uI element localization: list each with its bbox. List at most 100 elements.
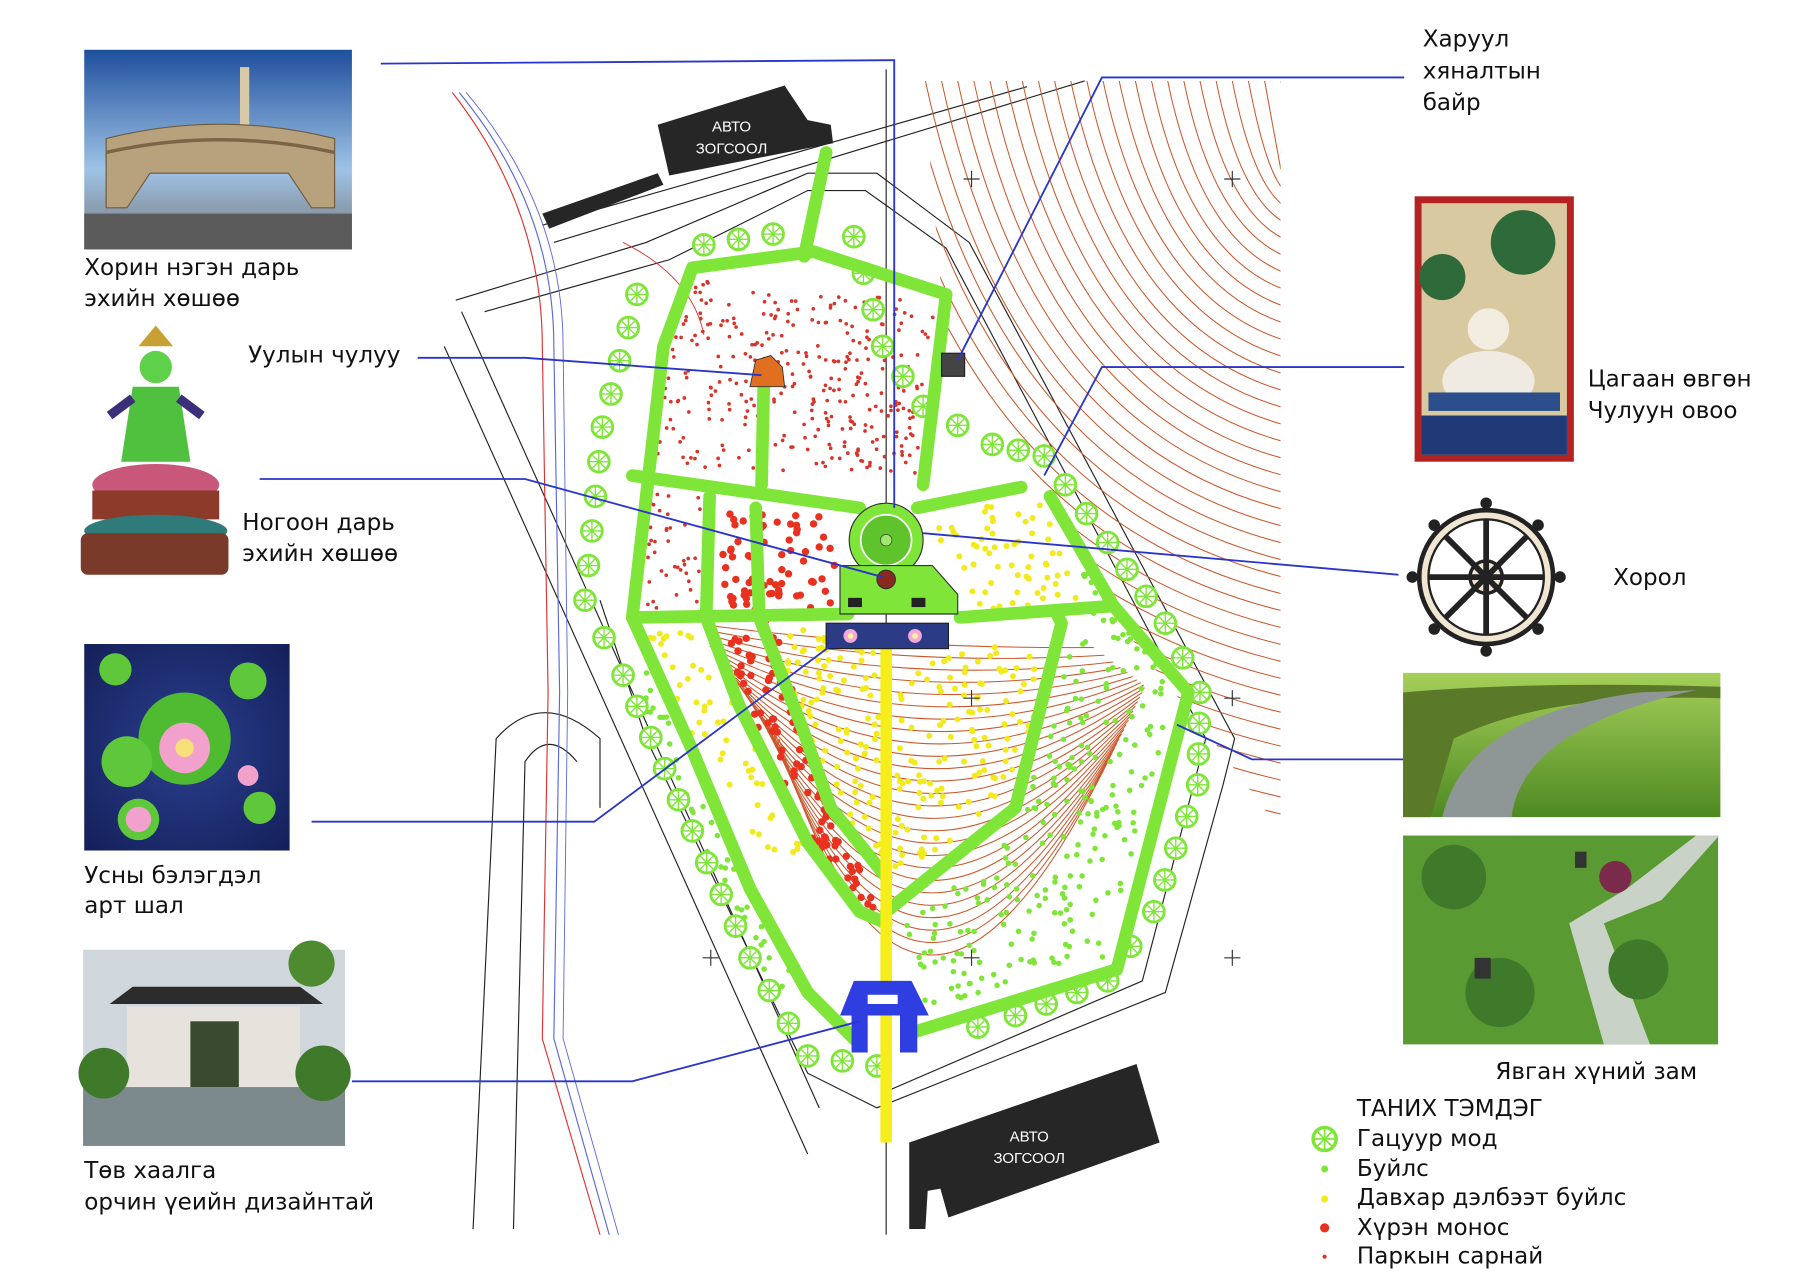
tree-branches [582,521,602,541]
spruce-tree [1174,804,1199,829]
park-rose [846,451,850,455]
double-almond [974,694,981,701]
almond [904,922,910,929]
almond [1069,754,1075,761]
almond [753,934,759,941]
park-rose [894,307,899,311]
double-almond [956,553,963,560]
almond [766,955,772,961]
spruce-tree [723,914,748,938]
label-guard-2: хяналтын [1423,59,1541,85]
almond [1109,792,1116,798]
double-almond [676,681,683,688]
park-rose [879,409,884,413]
park-rose [823,358,828,362]
double-almond [1064,570,1071,577]
double-almond [937,688,944,695]
almond [1130,820,1136,826]
double-almond [871,736,878,743]
park-rose [646,602,650,607]
park-rose [831,359,836,363]
double-almond [1030,676,1037,683]
almond [1121,836,1128,843]
almond [1075,842,1081,848]
almond [1078,696,1085,702]
contour-line [973,80,1281,476]
tree-branches [760,981,779,1000]
almond [1000,921,1007,928]
double-almond [745,767,752,774]
park-rose [811,397,816,401]
park-rose [848,419,853,423]
tree-branches [594,628,614,647]
brown-apple [857,893,865,902]
park-rose [687,579,691,584]
almond [1018,956,1024,963]
tree-branches [833,1051,852,1071]
park-rose [802,422,806,427]
park-rose [657,508,662,513]
park-rose [896,408,900,412]
park-rose [889,469,893,473]
park-rose [701,282,706,287]
almond [1078,715,1084,721]
tree-branches [627,697,647,716]
spruce-tree [680,819,705,843]
double-almond [793,840,800,847]
park-rose [773,442,778,447]
brown-apple [849,884,857,892]
park-rose [907,453,912,458]
park-rose [709,393,714,398]
double-almond [840,677,847,684]
tree-branches [1121,937,1140,956]
park-rose [698,311,703,316]
double-almond [977,680,984,687]
tree-branches [601,384,621,404]
tree-branches [619,318,638,337]
contour-line [923,80,1281,561]
brown-apple [815,543,823,551]
tree-branches [968,1017,988,1037]
spruce-tree [1115,557,1139,582]
brown-apple [844,874,852,882]
park-rose [867,463,872,468]
park-rose [664,528,669,532]
park-rose [698,290,702,295]
double-almond [719,750,726,757]
park-rose [868,460,872,465]
almond [1079,719,1086,726]
tree-branches [844,227,864,246]
park-rose [863,381,868,386]
almond [974,895,981,901]
almond [1024,806,1031,813]
tree-branches [711,885,731,904]
almond [1014,896,1021,903]
tree-branches [593,417,612,437]
almond [1039,840,1046,846]
tree-branches [1034,446,1054,466]
almond [1105,666,1112,673]
park-rose [727,407,732,412]
park-rose [847,357,851,362]
brown-apple [742,600,751,608]
park-rose [819,294,823,299]
double-almond [756,831,762,838]
double-almond [800,627,807,634]
park-rose [908,432,913,436]
almond [1015,928,1022,935]
park-rose [776,307,781,312]
park-rose [855,453,860,457]
double-almond [869,793,876,800]
almond [1159,678,1166,685]
park-rose [654,606,659,610]
park-rose [897,328,901,332]
tree-branches [575,590,595,610]
almond [688,806,695,812]
brown-apple [818,818,826,826]
almond [1092,754,1099,761]
double-almond [857,741,864,748]
park-rose [816,320,821,325]
double-almond [1049,550,1056,557]
brown-apple [769,727,777,735]
almond [1056,960,1062,967]
